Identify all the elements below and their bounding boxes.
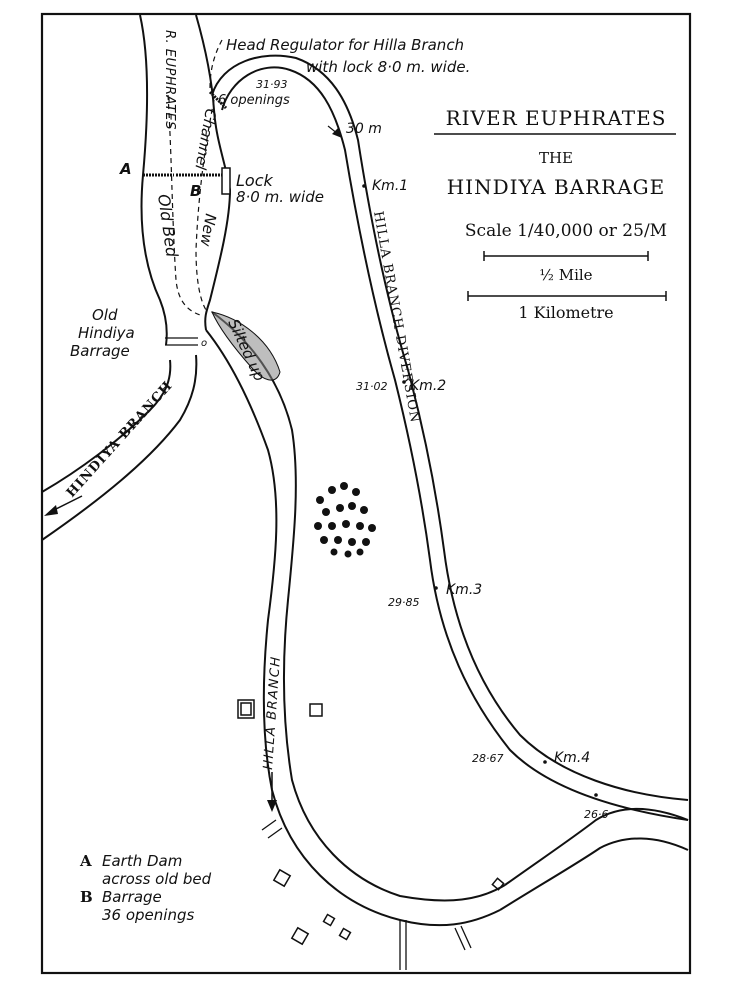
km1-label: Km.1	[372, 178, 408, 194]
title-line-3: HINDIYA BARRAGE	[447, 175, 666, 199]
old-hindiya-label-1: Old	[92, 306, 118, 324]
legend-b-line1: Barrage	[102, 888, 162, 906]
diversion-flow-arrow	[327, 125, 342, 138]
hindiya-flow-arrow	[44, 495, 83, 516]
scale-bar-kilometre	[467, 291, 667, 301]
r-euphrates-label: R. EUPHRATES	[162, 30, 177, 130]
lock-label-1: Lock	[236, 171, 274, 190]
hilla-branch-west-bank	[205, 329, 501, 927]
km-markers	[362, 184, 598, 797]
level-30m: 30 m	[346, 121, 382, 137]
lower-canal-left	[399, 920, 407, 970]
point-b-label: B	[190, 182, 201, 200]
map-frame	[40, 12, 692, 975]
old-bed-label: Old Bed	[154, 193, 182, 259]
old-bed-dashed	[167, 94, 201, 316]
level-2985: 29·85	[388, 596, 420, 609]
head-regulator-pointer	[209, 39, 223, 89]
level-2867: 28·67	[472, 752, 504, 765]
level-3193: 31·93	[256, 78, 288, 91]
old-hindiya-label-3: Barrage	[70, 342, 130, 360]
head-regulator-label-2: with lock 8·0 m. wide.	[306, 58, 470, 76]
buildings	[237, 699, 505, 946]
palm-grove	[314, 482, 376, 558]
hilla-branch-east-bank	[211, 311, 506, 902]
hindiya-branch-south-bank	[41, 354, 198, 541]
old-barrage	[165, 337, 198, 346]
lock-label-2: 8·0 m. wide	[236, 188, 324, 206]
km2-label: Km.2	[410, 378, 446, 394]
level-3102: 31·02	[356, 380, 388, 393]
diversion-to-hilla-link-a	[504, 807, 689, 886]
legend-b-line2: 36 openings	[102, 906, 194, 924]
new-channel-label-1: New	[196, 212, 220, 248]
lower-canal-right	[454, 925, 472, 951]
hindiya-branch-north-bank	[41, 359, 172, 493]
title-line-1: RIVER EUPHRATES	[446, 106, 667, 130]
scale-label: Scale 1/40,000 or 25/M	[465, 221, 667, 241]
title-line-2: THE	[539, 149, 573, 167]
new-channel-label-2: Channel	[191, 107, 220, 172]
euphrates-west-bank	[139, 14, 168, 346]
scale-half-mile-label: ½ Mile	[539, 266, 592, 284]
km4-label: Km.4	[554, 750, 590, 766]
legend-a-key: A	[79, 852, 92, 870]
scale-kilometre-label: 1 Kilometre	[518, 303, 613, 322]
small-o-label: o	[201, 338, 207, 349]
legend-a-line1: Earth Dam	[102, 852, 182, 870]
lock-symbol	[221, 167, 231, 195]
level-266: 26·6	[584, 808, 609, 821]
scale-bar-half-mile	[483, 251, 649, 261]
point-a-label: A	[119, 160, 132, 178]
lower-canal-west	[261, 819, 283, 839]
head-regulator	[208, 90, 228, 110]
head-regulator-label-1: Head Regulator for Hilla Branch	[226, 36, 464, 54]
new-channel-dashed	[195, 99, 215, 311]
km3-label: Km.3	[446, 582, 482, 598]
silted-area	[211, 311, 281, 381]
diversion-outer-bank	[211, 54, 689, 801]
diversion-to-hilla-link-b	[499, 837, 689, 911]
hilla-flow-arrow	[267, 772, 277, 812]
legend-a-line2: across old bed	[102, 870, 212, 888]
six-openings: 6 openings	[218, 93, 290, 108]
diversion-inner-bank	[221, 66, 689, 821]
legend-b-key: B	[80, 888, 93, 906]
old-hindiya-label-2: Hindiya	[78, 324, 135, 342]
